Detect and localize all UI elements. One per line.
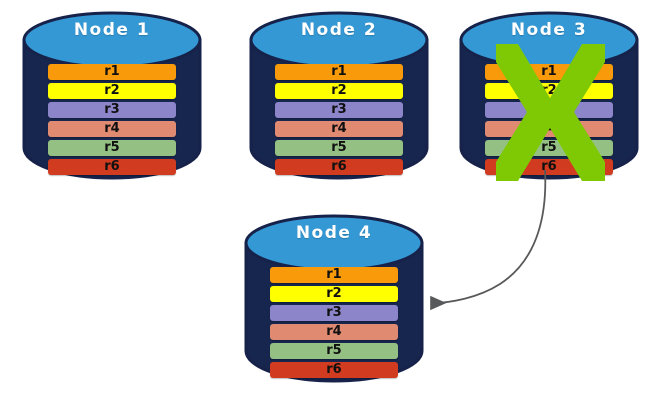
replica-row-label: r2 [326, 286, 342, 301]
replica-row-label: r1 [541, 64, 557, 79]
replica-row-label: r2 [104, 83, 120, 98]
replica-row-label: r6 [331, 159, 347, 174]
replica-row-label: r5 [331, 140, 347, 155]
replica-row-label: r6 [104, 159, 120, 174]
node-4-rows: r1 r2 r3 r4 r5 r6 [270, 267, 398, 381]
replica-row: r4 [275, 121, 403, 137]
replica-row-label: r4 [541, 121, 557, 136]
replica-row: r4 [48, 121, 176, 137]
replica-row-label: r3 [104, 102, 120, 117]
replica-row-label: r4 [331, 121, 347, 136]
node-1-rows: r1 r2 r3 r4 r5 r6 [48, 64, 176, 178]
replica-row: r5 [485, 140, 613, 156]
replica-row-label: r1 [326, 267, 342, 282]
replica-row: r6 [275, 159, 403, 175]
replica-row: r3 [270, 305, 398, 321]
replica-row-label: r1 [331, 64, 347, 79]
replica-row: r1 [485, 64, 613, 80]
replica-row: r1 [48, 64, 176, 80]
node-2-rows: r1 r2 r3 r4 r5 r6 [275, 64, 403, 178]
replica-row-label: r3 [331, 102, 347, 117]
replica-row: r2 [48, 83, 176, 99]
replica-row: r5 [275, 140, 403, 156]
replica-row: r4 [485, 121, 613, 137]
replica-row: r2 [270, 286, 398, 302]
replica-row-label: r2 [331, 83, 347, 98]
replica-row: r5 [48, 140, 176, 156]
replica-row-label: r3 [541, 102, 557, 117]
replica-row-label: r6 [326, 362, 342, 377]
replica-row: r3 [275, 102, 403, 118]
replica-row: r6 [485, 159, 613, 175]
replica-row: r2 [275, 83, 403, 99]
replica-row-label: r5 [104, 140, 120, 155]
replica-row: r6 [270, 362, 398, 378]
replica-row-label: r3 [326, 305, 342, 320]
node-3-rows: r1 r2 r3 r4 r5 r6 [485, 64, 613, 178]
replica-row-label: r2 [541, 83, 557, 98]
replica-row-label: r1 [104, 64, 120, 79]
replica-row: r5 [270, 343, 398, 359]
replica-row-label: r4 [326, 324, 342, 339]
replica-row-label: r5 [541, 140, 557, 155]
replica-row-label: r4 [104, 121, 120, 136]
replica-row: r3 [485, 102, 613, 118]
replica-row: r1 [270, 267, 398, 283]
replica-row-label: r6 [541, 159, 557, 174]
replica-row: r2 [485, 83, 613, 99]
replica-row: r3 [48, 102, 176, 118]
replica-row: r4 [270, 324, 398, 340]
replica-row: r1 [275, 64, 403, 80]
replica-row: r6 [48, 159, 176, 175]
replica-row-label: r5 [326, 343, 342, 358]
